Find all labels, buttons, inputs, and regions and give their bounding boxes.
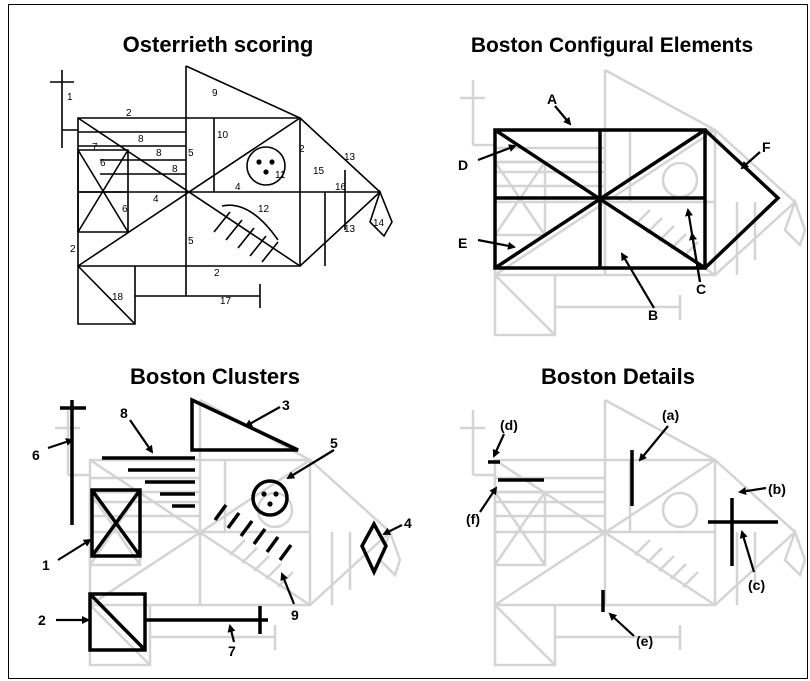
diagram-label: 1	[67, 92, 73, 103]
detail-elements	[488, 450, 778, 612]
circle-dots	[256, 159, 275, 175]
configural-elements	[493, 128, 781, 270]
diagram-label: 1	[42, 557, 50, 573]
diagram-label: 7	[92, 142, 98, 153]
diagram-label: 2	[214, 268, 220, 279]
figure-frame	[8, 4, 808, 679]
diagram-label: 2	[38, 612, 46, 628]
diagram-label: (c)	[748, 577, 765, 593]
diagram-label: 17	[220, 296, 232, 307]
diagram-label: 4	[404, 515, 412, 531]
diagram-label: 6	[32, 447, 40, 463]
diagram-label: 2	[299, 144, 305, 155]
complex-figure-drawing	[50, 65, 393, 325]
panel-title: Boston Clusters	[130, 364, 300, 389]
panel-title: Boston Details	[541, 364, 695, 389]
diagram-label: 15	[313, 166, 325, 177]
diagram-label: (b)	[768, 481, 786, 497]
diagram-label: 11	[275, 170, 286, 181]
diagram-label: 16	[335, 182, 347, 193]
diagram-label: (e)	[636, 633, 653, 649]
diagram-label: 12	[258, 204, 270, 215]
faded-figure	[53, 398, 402, 667]
diagram-label: 2	[126, 108, 132, 119]
diagram-label: 9	[291, 607, 299, 623]
detail-arrows	[479, 425, 767, 637]
diagram-label: 10	[217, 130, 229, 141]
cluster-dots	[261, 491, 279, 507]
panel-title: Osterrieth scoring	[123, 32, 314, 57]
panel-osterrieth: Osterrieth scoring	[50, 32, 393, 325]
diagram-label: 6	[122, 204, 128, 215]
detail-labels: (a) (b) (c) (d) (e) (f)	[466, 407, 786, 649]
diagram-label: 3	[282, 397, 290, 413]
diagram-label: (d)	[500, 417, 518, 433]
osterrieth-labels: 1 2 9 8 10 7 8 5 2 6 8 13 11 15 4 16 4 6…	[67, 88, 385, 307]
diagram-label: 4	[153, 194, 159, 205]
diagram-label: 6	[100, 158, 106, 169]
diagram-label: 8	[120, 405, 128, 421]
diagram-label: 2	[70, 244, 76, 255]
faded-figure	[458, 398, 807, 667]
diagram-label: 5	[188, 236, 194, 247]
diagram-label: (f)	[466, 511, 480, 527]
diagram-label: 14	[373, 218, 385, 229]
diagram-label: 13	[344, 224, 356, 235]
diagram-label: (a)	[662, 407, 679, 423]
diagram-label: B	[648, 307, 658, 323]
diagram-label: 9	[212, 88, 218, 99]
diagram-label: 5	[188, 148, 194, 159]
configural-arrows	[477, 105, 761, 309]
panel-configural: Boston Configural Elements A B C D E F	[458, 34, 807, 337]
diagram-label: 18	[112, 292, 124, 303]
diagram-label: 8	[156, 148, 162, 159]
configural-labels: A B C D E F	[458, 91, 771, 323]
faded-figure	[458, 68, 807, 337]
panel-clusters: Boston Clusters	[32, 364, 412, 667]
diagram-label: 13	[344, 152, 356, 163]
cluster-shapes	[60, 397, 388, 652]
diagram-label: 7	[228, 643, 236, 659]
diagram-label: A	[547, 91, 557, 107]
panel-title: Boston Configural Elements	[471, 34, 753, 57]
diagram-label: 5	[330, 435, 338, 451]
cluster-arrows	[47, 406, 403, 643]
diagram-label: C	[696, 281, 706, 297]
diagram-label: 8	[172, 164, 178, 175]
diagram-label: 4	[235, 182, 241, 193]
panel-details: Boston Details (a) (b) (c) (d) (e) (f)	[458, 364, 807, 667]
diagram-label: 8	[138, 134, 144, 145]
diagram-label: F	[762, 139, 771, 155]
diagram-label: E	[458, 235, 467, 251]
diagram-label: D	[458, 157, 468, 173]
cluster-labels: 1 2 3 4 5 6 7 8 9	[32, 397, 412, 659]
